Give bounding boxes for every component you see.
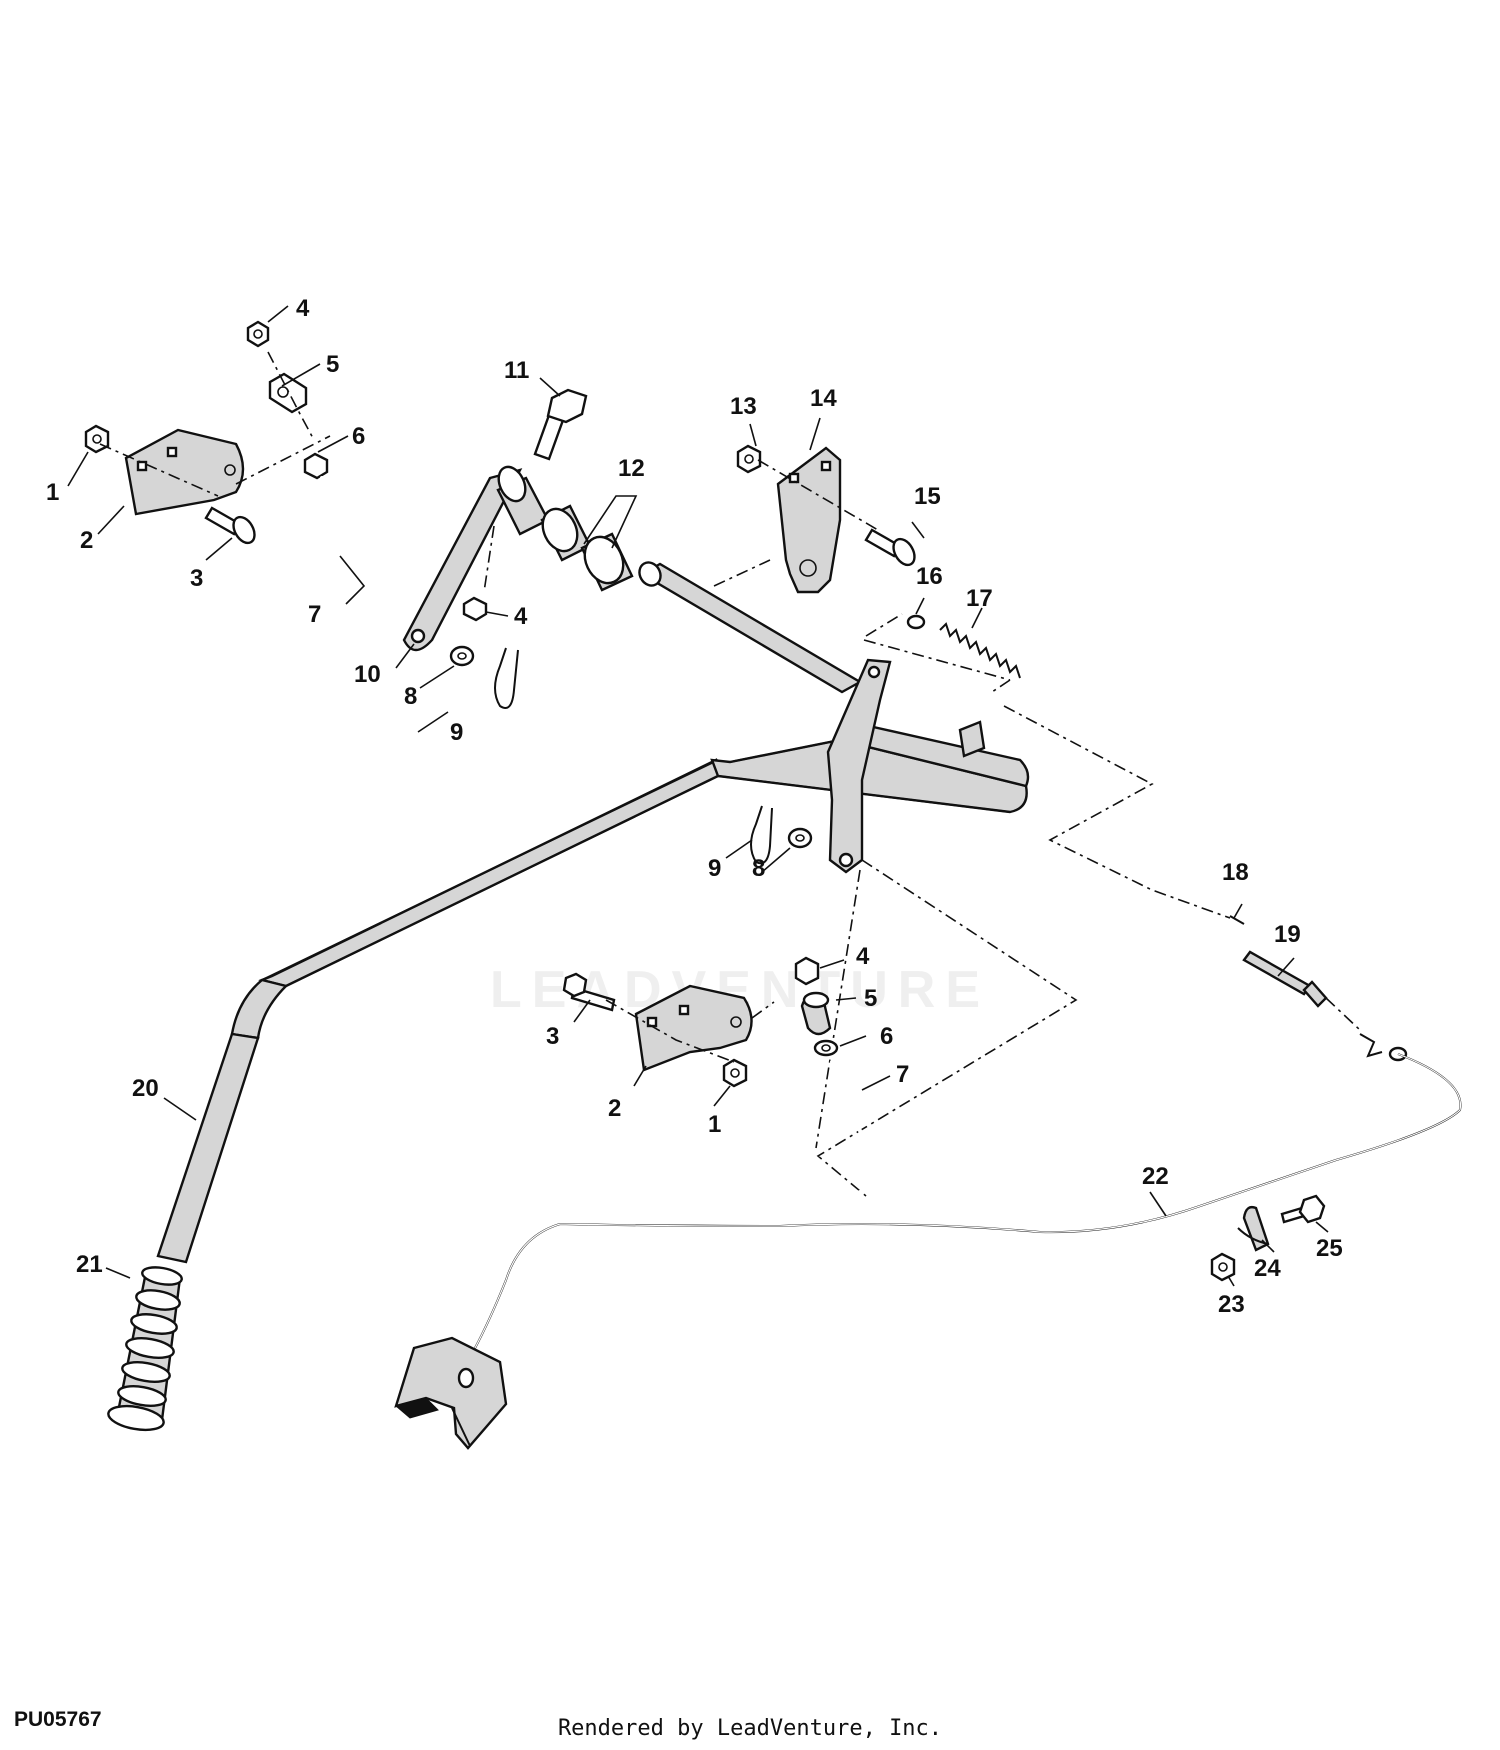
diagram-id-label: PU05767 (14, 1708, 102, 1731)
footer-credit: Rendered by LeadVenture, Inc. (557, 1716, 943, 1741)
callout-1-b: 1 (708, 1111, 721, 1138)
callout-1: 1 (46, 479, 59, 506)
center-bracket-assembly (736, 444, 1021, 693)
angle-bracket-part (776, 446, 842, 594)
clamp-nut-part (1210, 1252, 1236, 1282)
leader-lines (67, 305, 1329, 1287)
lever-handle-tube (156, 1032, 260, 1264)
callout-9-b: 9 (708, 855, 721, 882)
callout-18: 18 (1222, 859, 1249, 886)
nut-part (84, 424, 110, 454)
callout-20: 20 (132, 1075, 159, 1102)
hair-pin-clip-part (494, 647, 519, 709)
callout-21: 21 (76, 1251, 103, 1278)
lower-bracket-assembly (562, 956, 894, 1194)
callout-15: 15 (914, 483, 941, 510)
callout-6: 6 (352, 423, 365, 450)
bushing-part (303, 452, 329, 480)
callout-22: 22 (1142, 1163, 1169, 1190)
bushing-part-2 (813, 1039, 839, 1057)
callout-17: 17 (966, 585, 993, 612)
callout-23: 23 (1218, 1291, 1245, 1318)
cable-end-parts (1229, 915, 1408, 1062)
lift-arm-assembly (402, 388, 863, 709)
callout-8: 8 (404, 683, 417, 710)
callout-11: 11 (504, 357, 529, 384)
callout-14: 14 (810, 385, 837, 412)
callout-5: 5 (326, 351, 339, 378)
callout-5-b: 5 (864, 985, 877, 1012)
callout-7: 7 (308, 601, 321, 628)
hex-nut-part (246, 320, 270, 348)
callout-25: 25 (1316, 1235, 1343, 1262)
bolt-part (864, 528, 902, 558)
callout-16: 16 (916, 563, 943, 590)
callout-4-b: 4 (514, 603, 528, 630)
lift-arm-part (402, 468, 523, 652)
callout-7-b: 7 (896, 1061, 909, 1088)
callout-13: 13 (730, 393, 757, 420)
callout-8-b: 8 (752, 855, 765, 882)
flange-nut-part (736, 444, 762, 474)
callout-numbers: 1 2 3 4 5 6 7 4 8 9 10 11 12 13 14 15 16… (46, 295, 1343, 1318)
cable-knob-part (394, 1336, 508, 1450)
small-washer-part (906, 614, 926, 630)
callout-6-b: 6 (880, 1023, 893, 1050)
small-nut-part (462, 596, 488, 622)
callout-10: 10 (354, 661, 381, 688)
washer-part (449, 645, 475, 667)
callout-4: 4 (296, 295, 310, 322)
lever-pivot-plate (826, 658, 892, 874)
callout-2: 2 (80, 527, 93, 554)
cable-clamp-part (1242, 1205, 1270, 1252)
cable-assembly (394, 1053, 1462, 1450)
hex-nut-part-2 (794, 956, 820, 986)
callout-24: 24 (1254, 1255, 1281, 1282)
callout-19: 19 (1274, 921, 1301, 948)
callout-4-c: 4 (856, 943, 870, 970)
hair-pin-clip-part-2 (750, 805, 773, 865)
clevis-rod-part (1242, 950, 1312, 996)
extension-spring-part (939, 622, 1021, 679)
bracket-plate-part-2 (634, 984, 753, 1072)
nut-part-2 (722, 1058, 748, 1088)
bracket-plate-part (124, 428, 245, 516)
assembly-center-lines (815, 705, 1231, 1197)
callout-2-b: 2 (608, 1095, 621, 1122)
carriage-bolt-part (204, 506, 242, 536)
callout-3-b: 3 (546, 1023, 559, 1050)
lift-lever-frame (107, 658, 1030, 1432)
cotter-pin-part (1229, 915, 1245, 925)
callout-3: 3 (190, 565, 203, 592)
upper-left-bracket-assembly (84, 320, 378, 614)
callout-9: 9 (450, 719, 463, 746)
handle-grip-part (107, 1266, 183, 1432)
callout-12: 12 (618, 455, 645, 482)
washer-part-2 (787, 827, 813, 849)
